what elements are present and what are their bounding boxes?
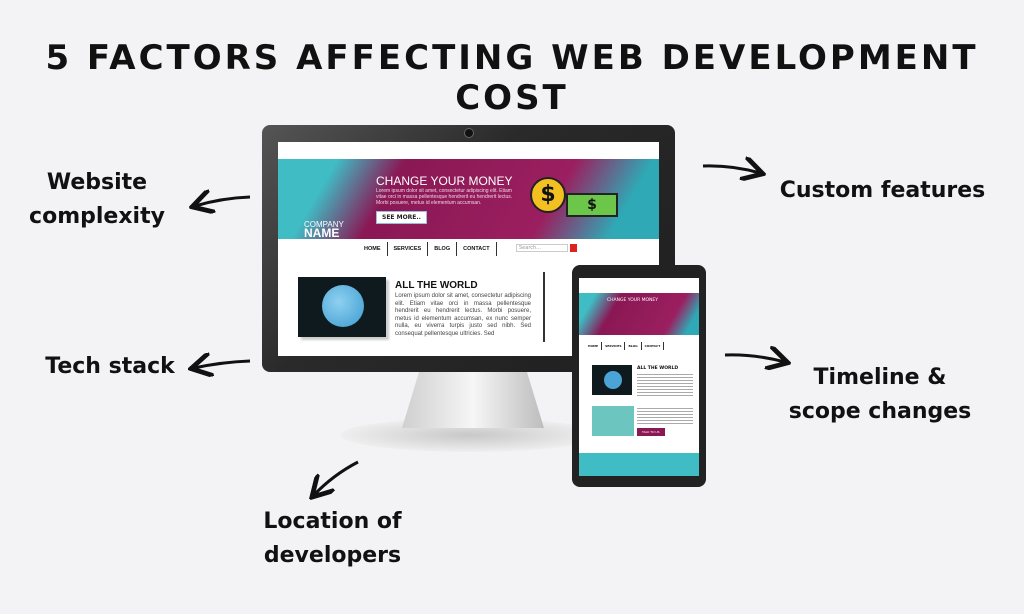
- factor-line: complexity: [29, 204, 165, 229]
- talk-button: TALK TO US: [637, 428, 665, 436]
- factor-line: Timeline &: [813, 365, 947, 390]
- hero-banner: CHANGE YOUR MONEY Lorem ipsum dolor sit …: [278, 159, 659, 239]
- factor-location: Location of developers: [245, 505, 420, 573]
- section-text: Lorem ipsum dolor sit amet, consectetur …: [395, 293, 531, 337]
- nav-item: BLOG: [428, 242, 458, 256]
- factor-line: developers: [263, 543, 402, 568]
- see-more-button: SEE MORE..: [376, 211, 427, 224]
- nav-item: CONTACT: [642, 342, 665, 350]
- nav-item: SERVICES: [602, 342, 626, 350]
- banner-text: Lorem ipsum dolor sit amet, consectetur …: [376, 188, 513, 206]
- factor-line: scope changes: [788, 399, 972, 424]
- arrow-icon: [702, 166, 760, 173]
- globe-icon: [604, 371, 622, 389]
- company-name: NAME: [304, 226, 340, 240]
- nav-item: BLOG: [625, 342, 642, 350]
- tablet-nav: HOME SERVICES BLOG CONTACT: [585, 342, 665, 350]
- factor-tech-stack: Tech stack: [45, 354, 175, 379]
- globe-image: [592, 365, 632, 395]
- search-box: Search...: [516, 244, 568, 252]
- tablet-section-title: ALL THE WORLD: [637, 366, 679, 371]
- tablet-footer: [579, 453, 699, 476]
- arrow-icon: [194, 361, 251, 368]
- nav-bar: HOME SERVICES BLOG CONTACT: [358, 242, 497, 256]
- globe-image: [298, 277, 386, 337]
- tablet-banner: CHANGE YOUR MONEY: [579, 293, 699, 335]
- tablet-device: CHANGE YOUR MONEY HOME SERVICES BLOG CON…: [572, 265, 706, 487]
- banner-title: CHANGE YOUR MONEY: [376, 174, 513, 188]
- coin-icon: $: [530, 177, 566, 213]
- divider: [543, 272, 545, 342]
- monitor-stand: [402, 372, 544, 428]
- factor-line: Website: [46, 170, 148, 195]
- banknote-icon: $: [566, 193, 618, 217]
- factor-line: Location of: [263, 509, 402, 534]
- factor-timeline: Timeline & scope changes: [775, 361, 985, 429]
- nav-item: CONTACT: [457, 242, 497, 256]
- arrow-icon: [724, 355, 785, 362]
- nav-item: HOME: [358, 242, 388, 256]
- factor-custom-features: Custom features: [779, 178, 986, 203]
- globe-icon: [322, 285, 364, 327]
- tablet-website-mockup: CHANGE YOUR MONEY HOME SERVICES BLOG CON…: [579, 278, 699, 476]
- user-chat-icon: [592, 406, 634, 436]
- nav-item: SERVICES: [388, 242, 429, 256]
- search-icon: [570, 244, 577, 252]
- company-text: COMPANY: [304, 220, 344, 229]
- section-title: ALL THE WORLD: [395, 280, 478, 291]
- website-mockup: CHANGE YOUR MONEY Lorem ipsum dolor sit …: [278, 142, 659, 356]
- camera-icon: [464, 128, 474, 138]
- arrow-icon: [195, 197, 251, 206]
- page-title: 5 FACTORS AFFECTING WEB DEVELOPMENT COST: [45, 38, 979, 118]
- nav-item: HOME: [585, 342, 603, 350]
- text-lines: [637, 408, 693, 424]
- tablet-banner-title: CHANGE YOUR MONEY: [607, 298, 659, 303]
- text-lines: [637, 374, 693, 396]
- factor-website-complexity: Website complexity: [22, 166, 172, 234]
- arrow-icon: [314, 460, 359, 495]
